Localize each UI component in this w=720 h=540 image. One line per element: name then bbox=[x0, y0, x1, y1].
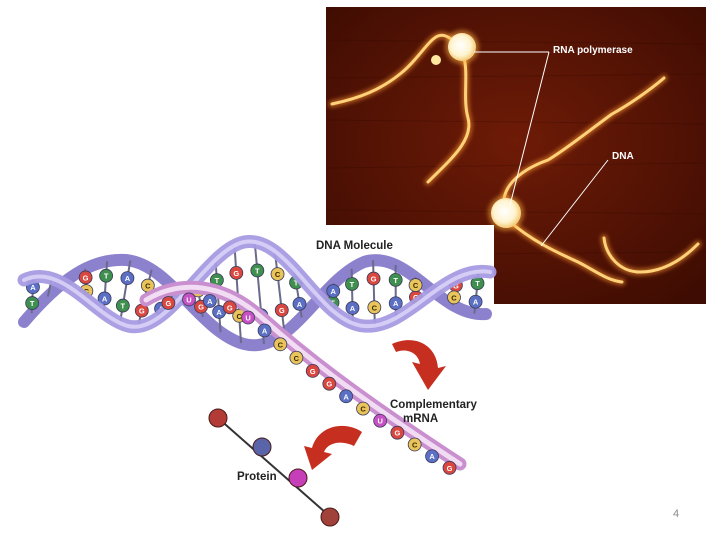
dna-base-upper: A bbox=[346, 302, 359, 315]
svg-text:U: U bbox=[377, 417, 382, 426]
dna-base-upper: C bbox=[271, 268, 284, 281]
mrna-base: G bbox=[162, 296, 175, 309]
dna-base-upper: T bbox=[251, 264, 264, 277]
svg-text:G: G bbox=[326, 380, 332, 389]
svg-text:A: A bbox=[297, 300, 303, 309]
mrna-base: G bbox=[391, 426, 404, 439]
dna-base-lower: G bbox=[79, 271, 92, 284]
protein-bead bbox=[289, 469, 307, 487]
svg-text:C: C bbox=[360, 405, 366, 414]
dna-base-lower: T bbox=[389, 273, 402, 286]
svg-text:C: C bbox=[145, 282, 151, 291]
svg-text:U: U bbox=[186, 295, 191, 304]
svg-text:A: A bbox=[102, 294, 108, 303]
mrna-base: C bbox=[290, 351, 303, 364]
mrna-base: U bbox=[183, 293, 196, 306]
svg-text:U: U bbox=[245, 314, 250, 323]
label-dna: DNA bbox=[612, 151, 634, 162]
svg-text:T: T bbox=[475, 279, 480, 288]
svg-text:G: G bbox=[198, 303, 204, 312]
svg-text:A: A bbox=[473, 298, 479, 307]
svg-text:C: C bbox=[275, 270, 281, 279]
dna-base-upper: C bbox=[368, 301, 381, 314]
mrna-base: A bbox=[340, 390, 353, 403]
svg-text:T: T bbox=[104, 272, 109, 281]
dna-base-lower: T bbox=[26, 297, 39, 310]
svg-text:A: A bbox=[331, 287, 337, 296]
svg-text:C: C bbox=[412, 441, 418, 450]
dna-base-lower: G bbox=[367, 272, 380, 285]
mrna-base: G bbox=[223, 301, 236, 314]
mrna-base: G bbox=[443, 461, 456, 474]
svg-text:A: A bbox=[125, 274, 131, 283]
svg-text:G: G bbox=[139, 307, 145, 316]
mrna-base: C bbox=[274, 338, 287, 351]
svg-text:T: T bbox=[215, 276, 220, 285]
svg-text:A: A bbox=[393, 299, 399, 308]
dna-base-lower: A bbox=[327, 284, 340, 297]
svg-text:C: C bbox=[413, 281, 419, 290]
svg-text:C: C bbox=[294, 354, 300, 363]
protein-bead bbox=[209, 409, 227, 427]
svg-text:A: A bbox=[207, 297, 213, 306]
label-complementary: Complementary bbox=[390, 399, 478, 411]
protein-bead bbox=[321, 508, 339, 526]
svg-text:A: A bbox=[262, 326, 268, 335]
label-rna-polymerase: RNA polymerase bbox=[553, 45, 633, 56]
base-pair-rung bbox=[352, 269, 353, 324]
mrna-base: C bbox=[408, 438, 421, 451]
svg-text:A: A bbox=[350, 304, 356, 313]
mrna-base: G bbox=[323, 377, 336, 390]
mrna-base: U bbox=[374, 414, 387, 427]
protein-bead bbox=[253, 438, 271, 456]
svg-text:G: G bbox=[394, 429, 400, 438]
mrna-base: U bbox=[242, 311, 255, 324]
svg-text:G: G bbox=[165, 299, 171, 308]
svg-text:G: G bbox=[227, 303, 233, 312]
svg-text:T: T bbox=[350, 280, 355, 289]
mrna-base: A bbox=[426, 450, 439, 463]
polymerase-blob-upper bbox=[448, 33, 476, 61]
svg-text:A: A bbox=[30, 283, 36, 292]
svg-text:T: T bbox=[255, 266, 260, 275]
mrna-base: C bbox=[357, 402, 370, 415]
dna-base-lower: T bbox=[345, 277, 358, 290]
svg-text:T: T bbox=[121, 302, 126, 311]
label-mrna: mRNA bbox=[403, 413, 438, 425]
dna-base-lower: G bbox=[275, 304, 288, 317]
svg-text:C: C bbox=[278, 340, 284, 349]
page-number: 4 bbox=[664, 508, 688, 520]
polymerase-blob-lower bbox=[491, 198, 521, 228]
mrna-base: G bbox=[306, 364, 319, 377]
svg-text:T: T bbox=[30, 299, 35, 308]
svg-text:A: A bbox=[429, 452, 435, 461]
svg-text:C: C bbox=[372, 303, 378, 312]
svg-text:G: G bbox=[371, 275, 377, 284]
dna-base-upper: A bbox=[389, 297, 402, 310]
label-protein: Protein bbox=[237, 471, 277, 483]
dna-base-lower: A bbox=[121, 272, 134, 285]
dna-base-lower: T bbox=[100, 269, 113, 282]
svg-text:A: A bbox=[216, 308, 222, 317]
small-particle bbox=[431, 55, 441, 65]
dna-base-lower: C bbox=[447, 291, 460, 304]
svg-text:G: G bbox=[310, 367, 316, 376]
dna-base-lower: A bbox=[469, 295, 482, 308]
svg-text:G: G bbox=[279, 306, 285, 315]
svg-text:G: G bbox=[83, 273, 89, 282]
svg-text:G: G bbox=[447, 464, 453, 473]
svg-text:T: T bbox=[393, 276, 398, 285]
svg-text:G: G bbox=[233, 269, 239, 278]
svg-text:A: A bbox=[343, 392, 349, 401]
dna-base-lower: A bbox=[293, 297, 306, 310]
dna-base-upper: G bbox=[230, 266, 243, 279]
dna-base-lower: C bbox=[409, 279, 422, 292]
dna-base-upper: T bbox=[116, 299, 129, 312]
svg-text:C: C bbox=[451, 293, 457, 302]
mrna-base: A bbox=[258, 324, 271, 337]
mrna-base: A bbox=[203, 294, 216, 307]
label-dna-molecule: DNA Molecule bbox=[316, 240, 393, 252]
